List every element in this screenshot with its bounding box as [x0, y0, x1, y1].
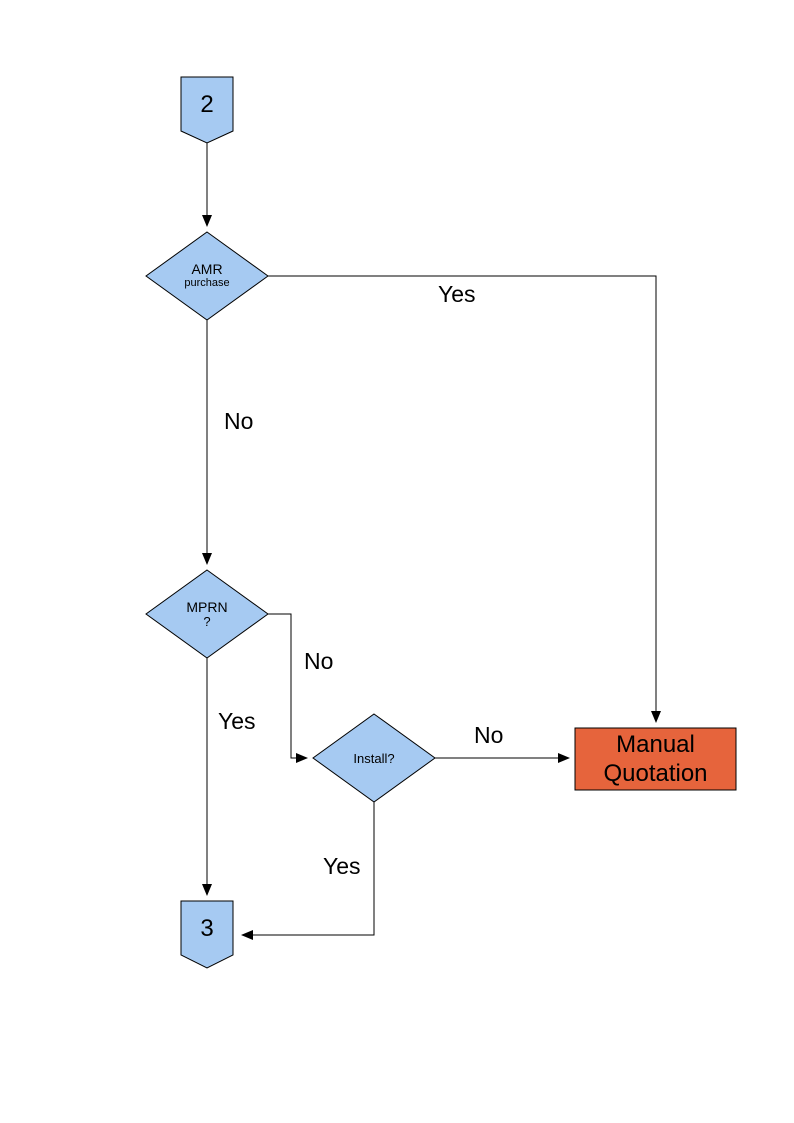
edge-mprn-no-to-install [268, 613, 308, 763]
install-diamond-shape [312, 713, 436, 803]
edge-label-mprn-no: No [304, 648, 334, 674]
connector-2-shape [180, 76, 234, 144]
manual-quotation-box-shape [574, 727, 737, 791]
amr-diamond-shape [145, 231, 269, 321]
edge-label-install-no: No [474, 722, 504, 748]
edge-install-yes-to-connector-3 [241, 802, 375, 940]
edge-label-amr-yes: Yes [438, 281, 476, 307]
edge-label-amr-no: No [224, 408, 254, 434]
connector-3-shape [180, 900, 234, 969]
edge-amr-yes-to-manual-quotation [268, 275, 661, 723]
edge-label-mprn-yes: Yes [218, 708, 256, 734]
mprn-diamond-shape [145, 569, 269, 659]
edge-label-install-yes: Yes [323, 853, 361, 879]
